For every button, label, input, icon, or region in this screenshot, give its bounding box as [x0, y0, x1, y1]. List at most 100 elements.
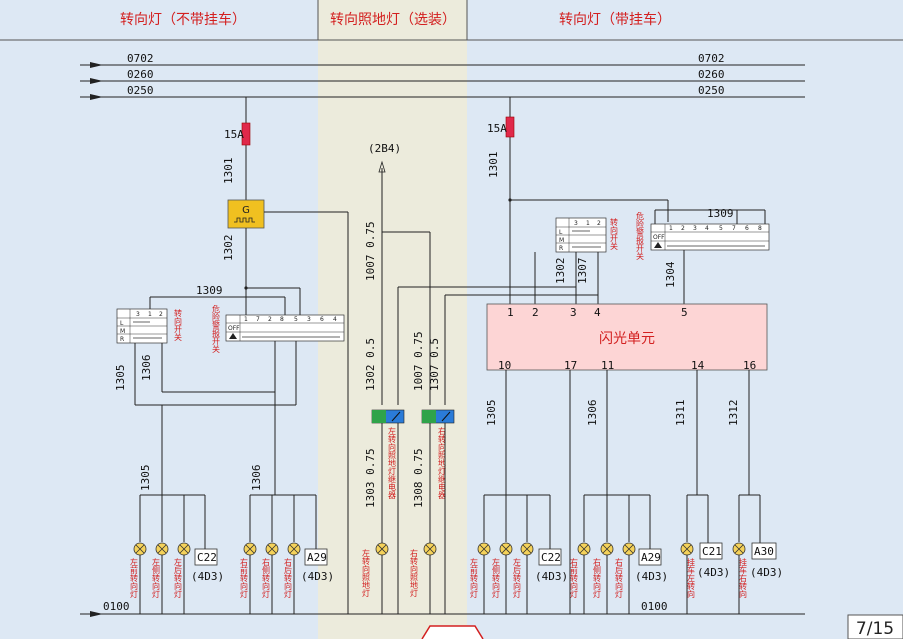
svg-text:(4D3): (4D3) [697, 566, 730, 579]
turn-switch-label-right: 转向开关 [610, 217, 619, 251]
svg-text:17: 17 [564, 359, 577, 372]
lamp-icon [155, 542, 169, 556]
svg-text:M: M [559, 237, 564, 244]
svg-text:左侧转向灯: 左侧转向灯 [492, 557, 501, 599]
svg-text:(4D3): (4D3) [635, 570, 668, 583]
ground-bus: 0100 0100 [80, 600, 805, 617]
connector-c21 [699, 542, 723, 560]
svg-text:8: 8 [280, 316, 284, 323]
svg-text:11: 11 [601, 359, 614, 372]
page-number: 7/15 [856, 619, 894, 639]
svg-text:左后转向灯: 左后转向灯 [174, 557, 183, 599]
svg-text:右侧转向灯: 右侧转向灯 [262, 557, 271, 599]
bus-label-0702-left: 0702 [127, 52, 154, 65]
relay-left-icon [371, 409, 405, 424]
lamp-icon [265, 542, 279, 556]
svg-text:1305: 1305 [114, 365, 127, 392]
svg-text:6: 6 [745, 225, 749, 232]
header-right: 转向灯（带挂车） [559, 11, 671, 28]
svg-text:10: 10 [498, 359, 511, 372]
svg-text:(4D3): (4D3) [750, 566, 783, 579]
svg-text:7: 7 [256, 316, 260, 323]
svg-text:L: L [120, 320, 124, 327]
turn-switch-label-left: 转向开关 [174, 308, 183, 342]
svg-text:2: 2 [159, 311, 163, 318]
svg-text:1302 0.5: 1302 0.5 [364, 338, 377, 391]
svg-text:1306: 1306 [586, 400, 599, 427]
svg-text:1305: 1305 [485, 400, 498, 427]
bus-label-0260-left: 0260 [127, 68, 154, 81]
svg-text:1304: 1304 [664, 261, 677, 288]
turn-switch-right: L M R 3 1 2 转向开关 [555, 217, 619, 253]
page-tab [421, 625, 484, 639]
connector-a29-right [638, 548, 662, 566]
svg-text:左后转向灯: 左后转向灯 [513, 557, 522, 599]
svg-text:C21: C21 [702, 545, 722, 558]
lamp-icon [133, 542, 147, 556]
turn-switch-left: L M R 3 1 2 转向开关 [116, 308, 183, 344]
lamp-icon [375, 542, 389, 556]
lamp-icon [287, 542, 301, 556]
header-left: 转向灯（不带挂车） [120, 11, 246, 28]
svg-text:4: 4 [594, 306, 601, 319]
page-number-box [847, 614, 903, 639]
svg-text:左侧转向灯: 左侧转向灯 [152, 557, 161, 599]
svg-text:14: 14 [691, 359, 705, 372]
connector-a29-left [304, 548, 328, 566]
svg-text:1302: 1302 [554, 258, 567, 285]
svg-text:1305: 1305 [139, 465, 152, 492]
lamp-icon [622, 542, 636, 556]
relay-right-icon [421, 409, 455, 424]
svg-text:4: 4 [333, 316, 337, 323]
svg-text:(4D3): (4D3) [191, 570, 224, 583]
relay-left-label: 左转向照地灯继电器 [388, 426, 397, 500]
lamp-icon [680, 542, 694, 556]
svg-text:1: 1 [148, 311, 152, 318]
svg-text:右后转向灯: 右后转向灯 [284, 557, 293, 599]
connector-a30 [751, 542, 777, 560]
svg-text:3: 3 [693, 225, 697, 232]
flash-unit-label: 闪光单元 [599, 331, 655, 347]
svg-text:2: 2 [681, 225, 685, 232]
svg-text:1301: 1301 [222, 158, 235, 185]
svg-text:左转向照地灯: 左转向照地灯 [362, 548, 371, 598]
svg-text:6: 6 [320, 316, 324, 323]
right-circuit: 15A 1301 1309 L M R 3 1 2 转向开关 [483, 97, 770, 614]
hazard-switch-left: OFF 1 7 2 8 5 3 6 4 危险警报开关 [212, 304, 345, 354]
svg-text:右后转向灯: 右后转向灯 [615, 557, 624, 599]
lamp-icon [499, 542, 513, 556]
svg-text:C22: C22 [197, 551, 217, 564]
connector-c22-right [538, 548, 562, 566]
middle-circuit: (2B4) 1007 0.75 1302 0.5 1007 0.75 1307 … [362, 142, 598, 614]
bus-label-0260-right: 0260 [698, 68, 725, 81]
bus-label-0250-right: 0250 [698, 84, 725, 97]
left-lamp-wiring: 1305 1306 1305 1306 [114, 341, 317, 549]
svg-text:3: 3 [307, 316, 311, 323]
fuse-right-label: 15A [487, 122, 507, 135]
svg-text:右侧转向灯: 右侧转向灯 [593, 557, 602, 599]
hazard-switch-right: OFF 1 2 3 4 5 7 6 8 危险警报开关 [636, 211, 770, 261]
header-middle: 转向照地灯（选装） [330, 12, 456, 28]
lamps-right: 左前转向灯 左侧转向灯 左后转向灯 C22 (4D3) 右前转向灯 右侧转向灯 … [470, 542, 783, 614]
svg-text:1307 0.5: 1307 0.5 [428, 338, 441, 391]
svg-text:右前转向灯: 右前转向灯 [570, 557, 579, 599]
svg-text:3: 3 [136, 311, 140, 318]
ground-label-left: 0100 [103, 600, 130, 613]
svg-text:1007 0.75: 1007 0.75 [364, 221, 377, 281]
svg-text:1306: 1306 [140, 355, 153, 382]
svg-text:C22: C22 [541, 551, 561, 564]
svg-text:L: L [559, 229, 563, 236]
fuse-left [241, 122, 251, 146]
svg-text:3: 3 [574, 220, 578, 227]
svg-text:右前转向灯: 右前转向灯 [240, 557, 249, 599]
svg-text:G: G [242, 205, 250, 216]
hazard-switch-label-left: 危险警报开关 [212, 304, 221, 354]
svg-text:5: 5 [294, 316, 298, 323]
relay-right-label: 右转向照地灯继电器 [438, 426, 447, 500]
svg-text:1: 1 [669, 225, 673, 232]
lamp-icon [520, 542, 534, 556]
svg-text:挂车右转向: 挂车右转向 [739, 557, 748, 598]
svg-text:A29: A29 [641, 551, 661, 564]
svg-text:1: 1 [507, 306, 514, 319]
